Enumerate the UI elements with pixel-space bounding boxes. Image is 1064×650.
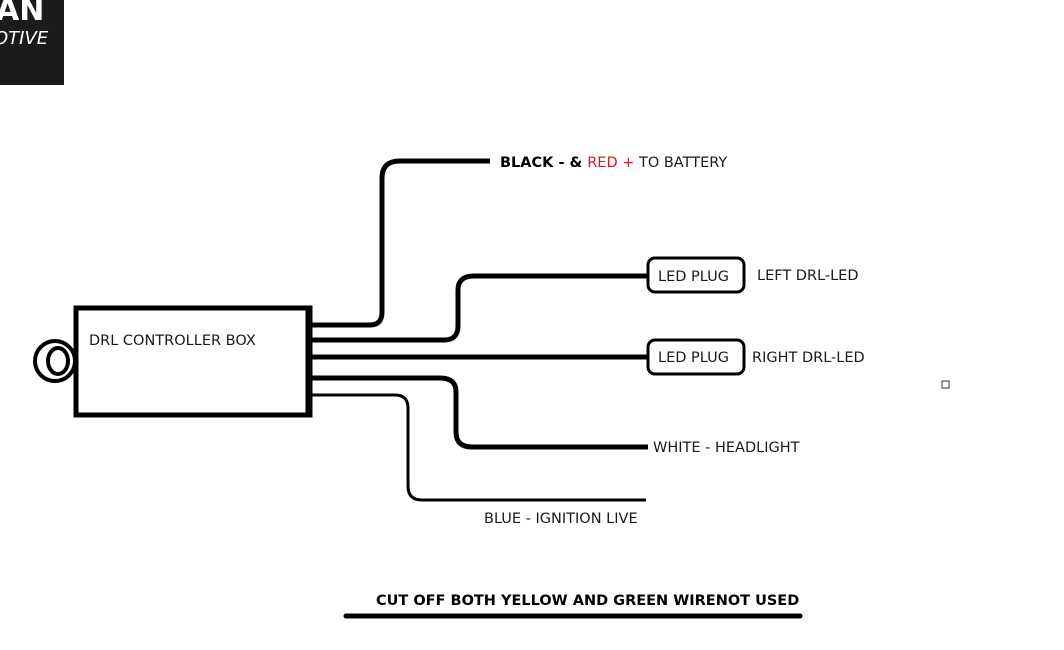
battery-black-text: BLACK - & bbox=[500, 155, 587, 171]
logo-line1: AN bbox=[0, 0, 44, 28]
right-led-plug: LED PLUG bbox=[646, 338, 746, 376]
battery-label: BLACK - & RED + TO BATTERY bbox=[500, 155, 727, 171]
battery-wire bbox=[310, 158, 490, 328]
mounting-ring bbox=[33, 339, 77, 383]
controller-box: DRL CONTROLLER BOX bbox=[73, 305, 313, 418]
logo-background bbox=[0, 0, 64, 85]
footer-note: CUT OFF BOTH YELLOW AND GREEN WIRENOT US… bbox=[376, 593, 799, 609]
battery-red-text: RED + bbox=[587, 155, 634, 171]
left-drl-label: LEFT DRL-LED bbox=[757, 268, 859, 284]
blue-wire-label: BLUE - IGNITION LIVE bbox=[484, 511, 638, 527]
left-drl-wire bbox=[310, 273, 650, 343]
small-square-marker bbox=[941, 380, 950, 389]
wires bbox=[310, 158, 650, 502]
logo-line2: OTIVE bbox=[0, 28, 49, 49]
white-wire-label: WHITE - HEADLIGHT bbox=[653, 440, 800, 456]
left-led-plug-label: LED PLUG bbox=[658, 269, 729, 285]
battery-rest-text: TO BATTERY bbox=[634, 155, 727, 171]
left-led-plug: LED PLUG bbox=[646, 256, 746, 294]
brand-logo: AN OTIVE bbox=[0, 0, 64, 85]
white-wire bbox=[310, 375, 648, 450]
right-led-plug-label: LED PLUG bbox=[658, 350, 729, 366]
right-drl-label: RIGHT DRL-LED bbox=[752, 350, 865, 366]
controller-box-label: DRL CONTROLLER BOX bbox=[89, 333, 256, 349]
blue-wire bbox=[310, 393, 646, 502]
